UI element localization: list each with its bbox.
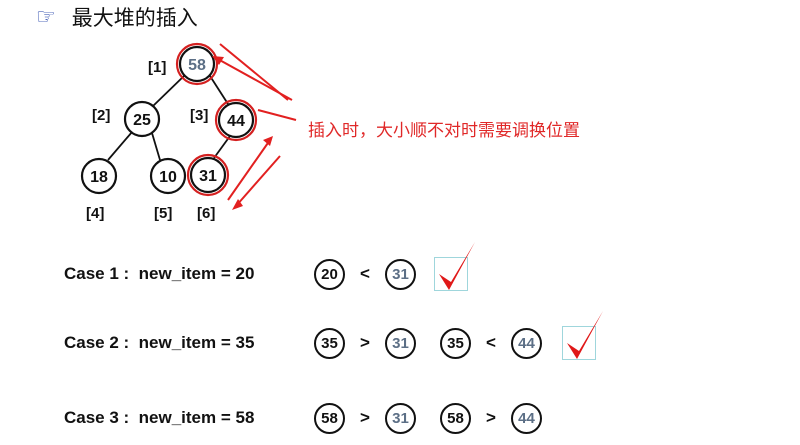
arrow-head-node3 [263, 136, 273, 146]
case3-parent-a: 31 [385, 402, 416, 434]
checkmark-icon [567, 311, 603, 359]
case1-checkmark [434, 242, 475, 291]
swap-arrows [212, 43, 297, 210]
arrow-to-node6 [235, 155, 281, 207]
index-label-3: [3] [190, 107, 208, 124]
case3-new-item-b: 58 [440, 402, 471, 434]
case-label-1: Case 1 : new_item = 20 [64, 264, 255, 283]
case-row-3: Case 3 : new_item = 58 58 > 31 58 > 44 [64, 398, 542, 438]
checkmark-icon [439, 242, 475, 290]
heap-node-5 [149, 157, 187, 195]
node-value-4: 18 [90, 169, 108, 186]
edge-1-2 [152, 74, 186, 107]
heap-node-1 [178, 45, 216, 83]
case-label-3: Case 3 : new_item = 58 [64, 408, 255, 427]
case2-operator-a: > [360, 333, 370, 352]
edge-1-3 [209, 75, 229, 105]
index-label-5: [5] [154, 205, 172, 222]
node-value-1: 58 [188, 57, 206, 74]
node-value-6: 31 [199, 168, 217, 185]
case1-parent: 31 [385, 258, 416, 290]
case3-new-item-a: 58 [314, 402, 345, 434]
arrow-head-node6 [232, 199, 243, 210]
heap-node-3 [217, 101, 255, 139]
case-label-2: Case 2 : new_item = 35 [64, 333, 255, 352]
heap-node-6 [189, 156, 227, 194]
slide-title: 最大堆的插入 [71, 6, 198, 30]
node-value-3: 44 [227, 113, 245, 130]
case3-parent-b: 44 [511, 402, 542, 434]
index-label-6: [6] [197, 205, 215, 222]
case2-operator-b: < [486, 333, 496, 352]
case-row-2: Case 2 : new_item = 35 35 > 31 35 < 44 [64, 311, 603, 363]
max-heap-tree: [1] 58 [2] 25 [3] 44 18 [4] 10 [5] 31 [6… [80, 42, 297, 222]
heap-node-2 [123, 100, 161, 138]
case1-operator: < [360, 264, 370, 283]
highlight-ring-3 [214, 98, 258, 142]
node-value-2: 25 [133, 112, 151, 129]
index-label-4: [4] [86, 205, 104, 222]
case2-parent-b: 44 [511, 327, 542, 359]
edge-3-6 [213, 135, 231, 159]
arrow-to-node3 [227, 139, 271, 201]
highlight-ring-6 [186, 153, 230, 197]
case2-parent-a: 31 [385, 327, 416, 359]
arrow-node3-line [257, 109, 297, 121]
edge-2-5 [151, 132, 161, 161]
index-label-2: [2] [92, 107, 110, 124]
node-value-5: 10 [159, 169, 177, 186]
swap-note: 插入时，大小顺不对时需要调换位置 [308, 121, 580, 141]
slide-heading: ☞ 最大堆的插入 [36, 2, 198, 32]
pointing-hand-icon: ☞ [36, 4, 56, 30]
case1-new-item: 20 [314, 258, 345, 290]
heap-node-4 [80, 157, 118, 195]
case3-operator-a: > [360, 408, 370, 427]
index-label-1: [1] [148, 59, 166, 76]
highlight-ring-1 [175, 42, 219, 86]
arrow-head-root [212, 56, 224, 65]
case-row-1: Case 1 : new_item = 20 20 < 31 [64, 242, 475, 294]
case2-new-item-a: 35 [314, 327, 345, 359]
arrow-root-line2 [219, 43, 289, 101]
edge-2-4 [107, 131, 133, 161]
case3-operator-b: > [486, 408, 496, 427]
case2-checkmark [562, 311, 603, 360]
case2-new-item-b: 35 [440, 327, 471, 359]
